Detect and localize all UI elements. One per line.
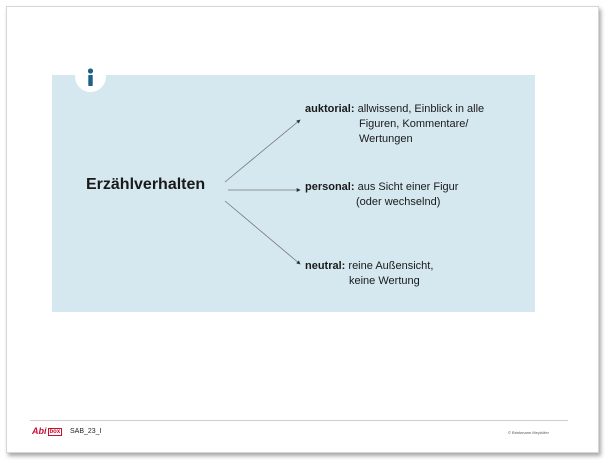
entry-text: reine Außensicht, bbox=[348, 260, 434, 272]
entry-text: (oder wechselnd) bbox=[356, 196, 441, 208]
entry-text: Figuren, Kommentare/ bbox=[359, 118, 469, 130]
logo-text: Abi bbox=[32, 426, 47, 436]
entry-text: Wertungen bbox=[359, 133, 413, 145]
entry-text: allwissend, Einblick in alle bbox=[357, 103, 485, 115]
entry-auktorial: auktorial: allwissend, Einblick in alle … bbox=[305, 102, 484, 147]
worksheet-code: SAB_23_I bbox=[70, 428, 102, 435]
info-icon bbox=[75, 61, 106, 92]
arrow-neutral bbox=[224, 200, 301, 265]
footer-divider bbox=[30, 420, 568, 421]
main-term: Erzählverhalten bbox=[86, 176, 206, 193]
info-box bbox=[52, 75, 535, 312]
entry-term: neutral: bbox=[305, 260, 346, 272]
arrow-auktorial bbox=[224, 119, 301, 183]
copyright-notice: © Brinkmann Meyhöfer bbox=[508, 430, 549, 435]
logo-box: box bbox=[47, 428, 63, 436]
entry-text: aus Sicht einer Figur bbox=[357, 181, 459, 193]
entry-term: personal: bbox=[305, 181, 355, 193]
entry-neutral: neutral: reine Außensicht, keine Wertung bbox=[305, 259, 433, 289]
entry-term: auktorial: bbox=[305, 103, 355, 115]
entry-personal: personal: aus Sicht einer Figur (oder we… bbox=[305, 180, 458, 210]
entry-text: keine Wertung bbox=[349, 275, 420, 287]
